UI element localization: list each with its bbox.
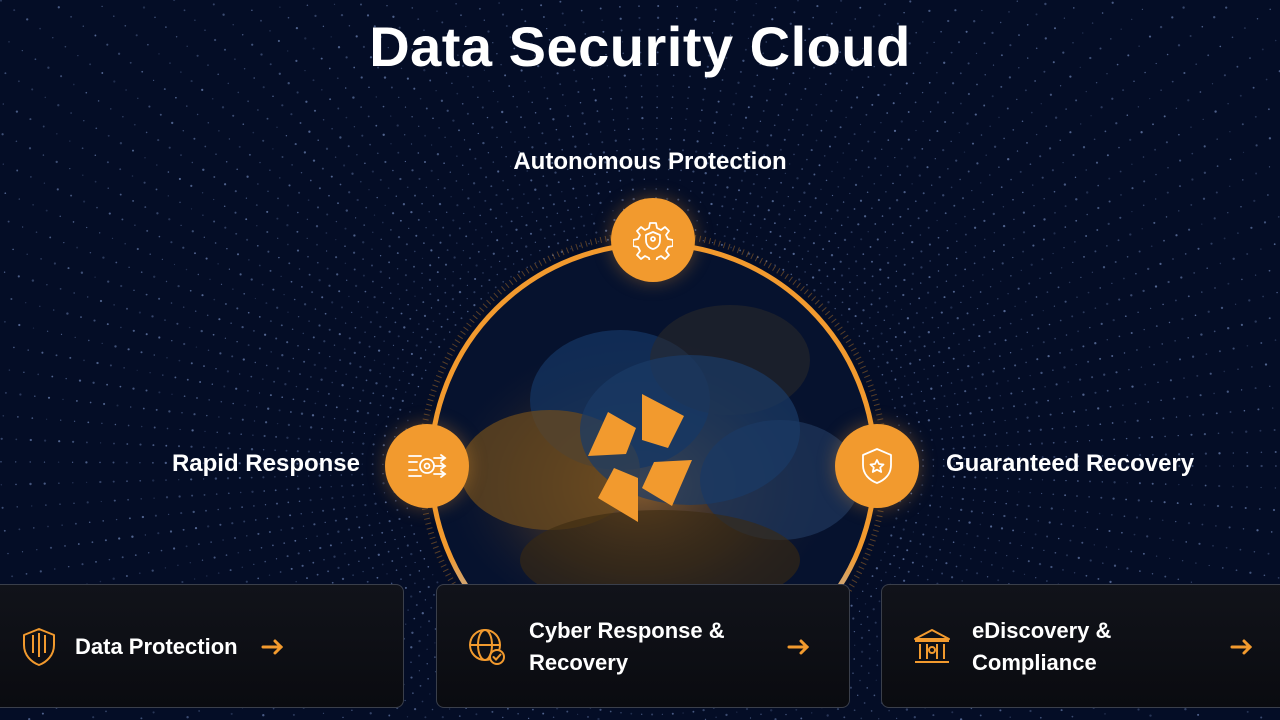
arrow-right-icon xyxy=(261,639,284,655)
node-label-guaranteed-recovery: Guaranteed Recovery xyxy=(946,450,1195,477)
autonomous-protection-node xyxy=(611,198,695,282)
ediscovery-compliance-card[interactable]: eDiscovery & Compliance xyxy=(881,584,1280,708)
courthouse-icon xyxy=(914,629,950,663)
gear-arrows-icon xyxy=(408,454,447,478)
card-label: eDiscovery & Compliance xyxy=(972,618,1112,675)
brand-pinwheel-logo xyxy=(588,394,692,522)
arrow-right-icon xyxy=(787,639,810,655)
data-protection-card[interactable]: Data Protection xyxy=(0,584,404,708)
shield-outline-icon xyxy=(23,628,55,666)
cyber-response-recovery-card[interactable]: Cyber Response & Recovery xyxy=(436,584,850,708)
node-label-autonomous-protection: Autonomous Protection xyxy=(513,148,787,175)
gear-shield-icon xyxy=(633,222,673,260)
page-title: Data Security Cloud xyxy=(369,15,911,78)
globe-check-icon xyxy=(469,629,505,665)
card-label: Data Protection xyxy=(75,634,238,659)
guaranteed-recovery-node xyxy=(835,424,919,508)
node-label-rapid-response: Rapid Response xyxy=(171,450,360,477)
rapid-response-node xyxy=(385,424,469,508)
arrow-right-icon xyxy=(1230,639,1253,655)
shield-star-icon xyxy=(862,448,892,484)
card-label: Cyber Response & Recovery xyxy=(529,618,725,675)
